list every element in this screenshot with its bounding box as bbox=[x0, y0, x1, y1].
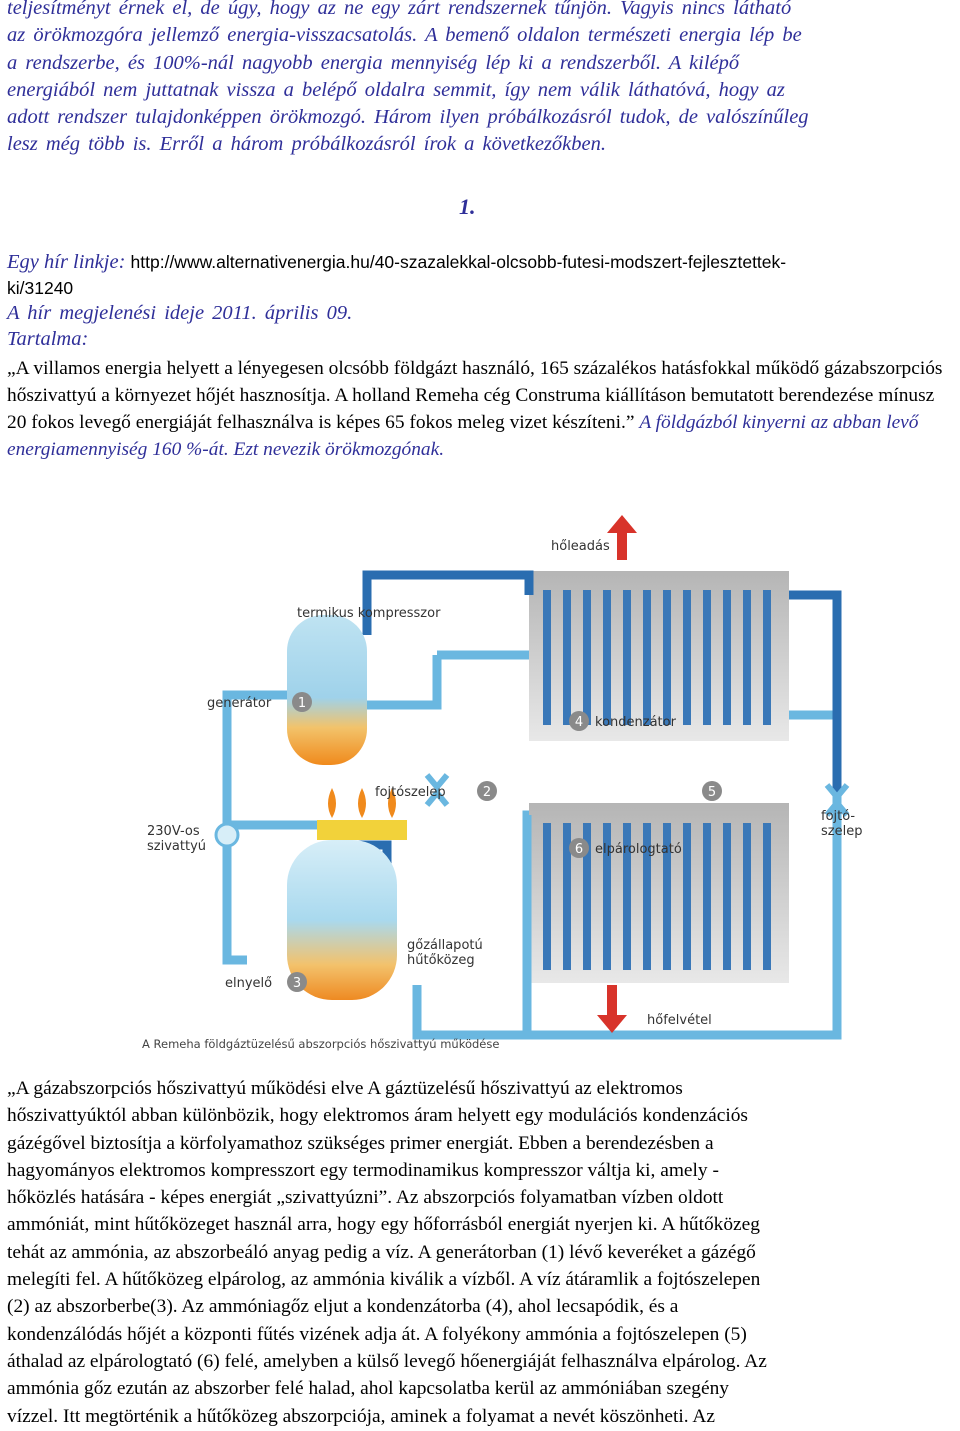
evaporator-coil bbox=[543, 823, 771, 970]
badge-3: 3 bbox=[293, 976, 301, 991]
label-throttle-valve-2-line1: fojtó- bbox=[821, 809, 855, 824]
condenser-coil bbox=[543, 590, 771, 725]
intro-paragraph: teljesítményt érnek el, de úgy, hogy az … bbox=[7, 0, 959, 159]
heat-pump-diagram: 1 2 3 4 5 6 hőleadás termikus kompresszo… bbox=[137, 515, 897, 1060]
label-vapor-line2: hűtőközeg bbox=[407, 953, 475, 968]
section-number: 1. bbox=[459, 194, 476, 219]
explanation-line: vízzel. Itt megtörténik a hűtőközeg absz… bbox=[7, 1405, 716, 1427]
explanation-line: (2) az abszorberbe(3). Az ammóniagőz elj… bbox=[7, 1296, 679, 1318]
cold-pipes bbox=[222, 650, 842, 1040]
explanation-line: „A gázabszorpciós hőszivattyú működési e… bbox=[7, 1078, 683, 1099]
badge-5: 5 bbox=[708, 785, 716, 800]
explanation-line: hőközlés hatására - képes energiát „sziv… bbox=[7, 1187, 724, 1209]
intro-line: teljesítményt érnek el, de úgy, hogy az … bbox=[7, 0, 792, 19]
news-link-line: Egy hír linkje: http://www.alternativene… bbox=[7, 249, 952, 301]
explanation-line: kondenzálódás hőjét a központi fűtés viz… bbox=[7, 1323, 747, 1345]
valve-5-icon bbox=[824, 783, 850, 817]
step-badges bbox=[287, 692, 722, 992]
label-evaporator: elpárologtató bbox=[595, 842, 682, 857]
badge-1: 1 bbox=[298, 696, 306, 711]
label-thermal-compressor: termikus kompresszor bbox=[297, 606, 441, 621]
quote-paragraph: „A villamos energia helyett a lényegesen… bbox=[7, 355, 947, 463]
label-pump-line1: 230V-os bbox=[147, 824, 200, 839]
news-link-continued[interactable]: ki/31240 bbox=[7, 278, 74, 298]
intro-line: adott rendszer tulajdonképpen örökmozgó.… bbox=[7, 106, 809, 129]
explanation-line: gázégővel biztosítja a körfolyamathoz sz… bbox=[7, 1132, 714, 1154]
explanation-paragraph: „A gázabszorpciós hőszivattyú működési e… bbox=[7, 1075, 952, 1430]
intro-line: a rendszerbe, és 100%-nál nagyobb energi… bbox=[7, 51, 740, 74]
generator-tank bbox=[287, 615, 367, 765]
diagram-caption: A Remeha földgáztüzelésű abszorpciós hős… bbox=[142, 1037, 499, 1051]
heat-in-arrow-icon bbox=[597, 985, 627, 1033]
label-pump-line2: szivattyú bbox=[147, 839, 206, 854]
explanation-line: ammónia gőz ezután az abszorber felé hal… bbox=[7, 1378, 729, 1400]
badge-2: 2 bbox=[483, 785, 491, 800]
label-heat-out: hőleadás bbox=[551, 539, 610, 554]
heat-out-arrow-icon bbox=[607, 515, 637, 560]
absorber-tank bbox=[287, 840, 397, 1000]
news-link[interactable]: http://www.alternativenergia.hu/40-szaza… bbox=[130, 252, 787, 272]
intro-line: energiából nem juttatnak vissza a belépő… bbox=[7, 78, 785, 101]
valve-2-icon bbox=[424, 773, 450, 807]
explanation-line: tehát az ammónia, az abszorbeáló anyag p… bbox=[7, 1241, 756, 1263]
label-throttle-valve: fojtószelep bbox=[375, 785, 446, 800]
link-label: Egy hír linkje: bbox=[7, 251, 126, 273]
quote-text: „A villamos energia helyett a lényegesen… bbox=[7, 358, 943, 433]
label-vapor-line1: gőzállapotú bbox=[407, 938, 483, 953]
content-label: Tartalma: bbox=[7, 328, 89, 350]
label-throttle-valve-2-line2: szelep bbox=[821, 824, 862, 839]
explanation-line: hőszivattyúktól abban különbözik, hogy e… bbox=[7, 1105, 748, 1127]
quote-comment: A földgázból kinyerni az abban levő ener… bbox=[7, 412, 919, 460]
flame-icon bbox=[328, 788, 396, 818]
explanation-line: melegíti fel. A hűtőközeg elpárolog, az … bbox=[7, 1269, 761, 1291]
publish-date: A hír megjelenési ideje 2011. április 09… bbox=[7, 302, 353, 324]
label-absorber: elnyelő bbox=[225, 976, 272, 991]
label-condenser: kondenzátor bbox=[595, 715, 677, 730]
label-generator: generátor bbox=[207, 696, 272, 711]
badge-6: 6 bbox=[575, 842, 583, 857]
label-heat-in: hőfelvétel bbox=[647, 1013, 712, 1028]
badge-4: 4 bbox=[575, 715, 583, 730]
explanation-line: ammóniát, mint hűtőközeget használ arra,… bbox=[7, 1214, 760, 1236]
gas-burner bbox=[317, 820, 407, 840]
pump-icon bbox=[214, 822, 240, 848]
explanation-line: áthalad az elpárologtató (6) felé, amely… bbox=[7, 1350, 767, 1372]
explanation-line: hagyományos elektromos kompresszort egy … bbox=[7, 1159, 719, 1181]
intro-line: lesz még több is. Erről a három próbálko… bbox=[7, 133, 606, 156]
intro-line: az örökmozgóra jellemző energia-visszacs… bbox=[7, 24, 802, 47]
